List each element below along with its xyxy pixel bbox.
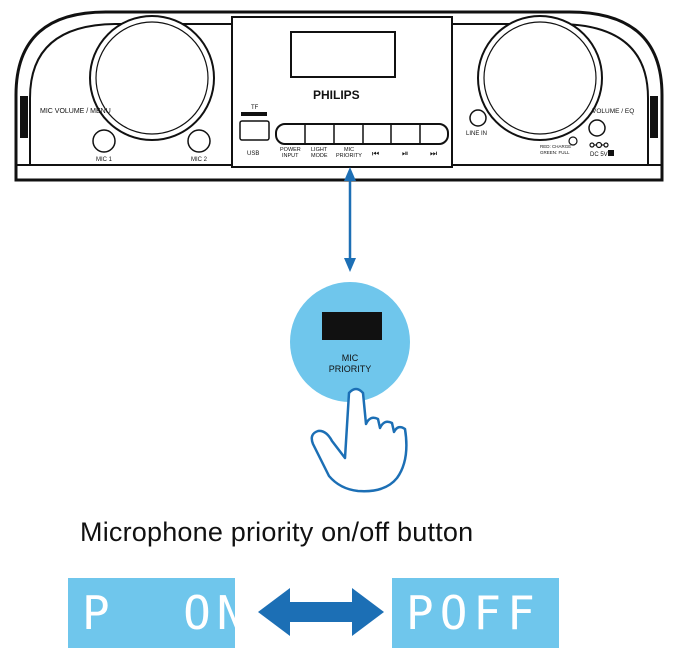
mic2-jack bbox=[187, 129, 211, 153]
dc-jack bbox=[588, 119, 606, 137]
display-on-text: P ON bbox=[82, 586, 251, 640]
charge-led bbox=[568, 136, 578, 146]
hand-pointer-icon bbox=[310, 387, 408, 493]
display-on-panel: P ON bbox=[68, 578, 251, 648]
display-off-panel: POFF bbox=[392, 578, 559, 648]
next-icon[interactable]: ⏭ bbox=[430, 149, 437, 158]
button-dividers bbox=[304, 124, 421, 144]
btn-power-label-1[interactable]: POWER bbox=[280, 147, 301, 153]
button-strip bbox=[275, 123, 449, 145]
mic1-jack bbox=[92, 129, 116, 153]
btn-mic-label-2: PRIORITY bbox=[336, 153, 362, 159]
callout-button bbox=[322, 312, 382, 340]
callout-label-1: MIC bbox=[342, 353, 359, 363]
btn-light-label-2: MODE bbox=[311, 153, 328, 159]
btn-power-label-2: INPUT bbox=[282, 153, 299, 159]
charge-label-2: GREEN: FULL bbox=[540, 150, 570, 155]
callout-circle bbox=[290, 282, 410, 402]
btn-light-label-1[interactable]: LIGHT bbox=[311, 147, 328, 153]
left-knob-label: MIC VOLUME / MENU bbox=[40, 108, 111, 115]
tf-slot bbox=[241, 112, 267, 116]
double-arrow-vertical bbox=[344, 167, 356, 272]
right-knob bbox=[477, 15, 603, 141]
mic2-label: MIC 2 bbox=[191, 157, 208, 163]
dc-label: DC 5V bbox=[590, 152, 608, 158]
prev-icon[interactable]: ⏮ bbox=[372, 149, 379, 158]
btn-mic-label-1[interactable]: MIC bbox=[344, 147, 354, 153]
charge-label-1: RED: CHARGE bbox=[540, 144, 571, 149]
dc-polarity-icon bbox=[589, 141, 609, 149]
usb-label: USB bbox=[247, 151, 259, 157]
device-screen bbox=[290, 31, 396, 78]
callout-label-2: PRIORITY bbox=[329, 364, 372, 374]
volume-eq-label: VOLUME / EQ bbox=[592, 108, 634, 115]
line-in-jack bbox=[469, 109, 487, 127]
line-in-label: LINE IN bbox=[466, 131, 487, 137]
play-pause-icon[interactable]: ⏯ bbox=[402, 149, 408, 158]
mic1-label: MIC 1 bbox=[96, 157, 113, 163]
usb-port bbox=[239, 120, 270, 141]
tf-label: TF bbox=[251, 105, 259, 111]
left-knob bbox=[89, 15, 215, 141]
caption: Microphone priority on/off button bbox=[80, 517, 474, 547]
brand-logo: PHILIPS bbox=[313, 88, 360, 102]
display-off-text: POFF bbox=[406, 586, 541, 640]
